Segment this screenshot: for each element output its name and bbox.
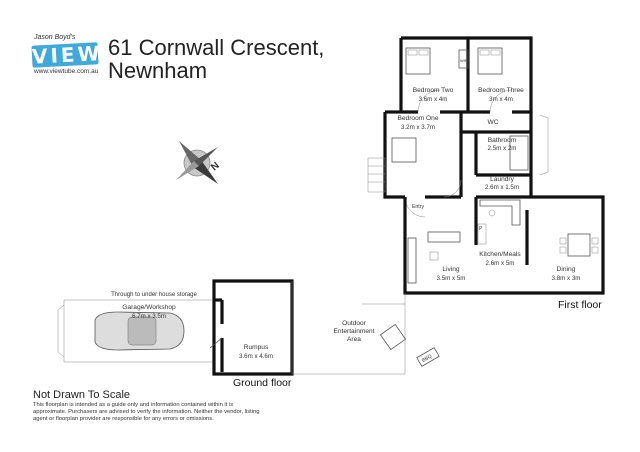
brand-logo: Jason Boyd's VIEW www.viewtube.com.au: [30, 34, 103, 84]
disclaimer-text: This floorplan is intended as a guide on…: [33, 402, 260, 423]
room-name-outdoor-line2: Entertainment: [333, 328, 374, 335]
room-dim-kitchen: 2.6m x 5m: [486, 260, 515, 267]
bed-icon: [477, 47, 503, 75]
room-name-entry: Entry: [412, 204, 425, 210]
wir-label: WIR: [460, 58, 468, 63]
room-dim-dining: 3.8m x 3m: [552, 275, 581, 282]
room-dim-bedroom-three: 3m x 4m: [489, 96, 513, 103]
address-line-2: Newnham: [108, 58, 208, 83]
bed-icon: [405, 47, 431, 75]
logo-url: www.viewtube.com.au: [34, 68, 99, 75]
dining-table-icon: [567, 233, 591, 257]
sofa-icon: [427, 231, 461, 243]
room-name-bedroom-two: Bedroom Two: [413, 87, 454, 94]
room-name-bathroom: Bathroom: [488, 137, 517, 144]
ground-floor-label: Ground floor: [233, 377, 292, 389]
first-floor-plan: WIR: [367, 36, 605, 295]
room-dim-bedroom-one: 3.2m x 3.7m: [401, 124, 435, 131]
logo-top-text: Jason Boyd's: [34, 34, 76, 41]
bbq-label: BBQ: [421, 353, 433, 364]
first-floor-label: First floor: [558, 299, 602, 311]
pantry-label: P: [479, 226, 483, 232]
room-name-rumpus: Rumpus: [244, 344, 269, 351]
under-house-label: Through to under house storage: [111, 292, 197, 298]
room-name-bedroom-one: Bedroom One: [397, 115, 438, 122]
compass-icon: N: [176, 141, 222, 184]
room-name-kitchen: Kitchen/Meals: [479, 251, 521, 258]
room-name-dining: Dining: [557, 266, 576, 273]
address-line-1: 61 Cornwall Crescent,: [108, 35, 325, 60]
room-name-garage: Garage/Workshop: [122, 304, 176, 311]
room-name-wc: WC: [488, 119, 499, 126]
room-dim-bathroom: 2.5m x 2m: [488, 145, 517, 152]
room-dim-living: 3.5m x 5m: [437, 275, 466, 282]
room-name-bedroom-three: Bedroom Three: [478, 87, 524, 94]
room-name-outdoor-line3: Area: [347, 336, 361, 343]
room-name-outdoor-line1: Outdoor: [342, 320, 367, 327]
bathtub-icon: [509, 135, 529, 171]
bbq-icon: [416, 347, 440, 367]
room-dim-bedroom-two: 3.6m x 4m: [419, 96, 448, 103]
room-dim-rumpus: 3.6m x 4.6m: [239, 353, 273, 360]
sofa-icon: [407, 237, 417, 284]
outdoor-table-icon: [379, 323, 407, 351]
room-labels: Bedroom Two 3.6m x 4m Bedroom Three 3m x…: [111, 87, 580, 360]
room-name-living: Living: [442, 266, 460, 273]
car-icon: [94, 311, 185, 351]
room-dim-laundry: 2.6m x 1.5m: [485, 184, 519, 191]
room-name-laundry: Laundry: [490, 176, 515, 183]
bed-icon: [391, 137, 417, 163]
room-dim-garage: 6.7m x 3.5m: [132, 313, 166, 320]
compass-n-label: N: [209, 160, 222, 173]
ground-floor-plan: BBQ: [57, 279, 440, 376]
disclaimer-title: Not Drawn To Scale: [33, 389, 131, 401]
